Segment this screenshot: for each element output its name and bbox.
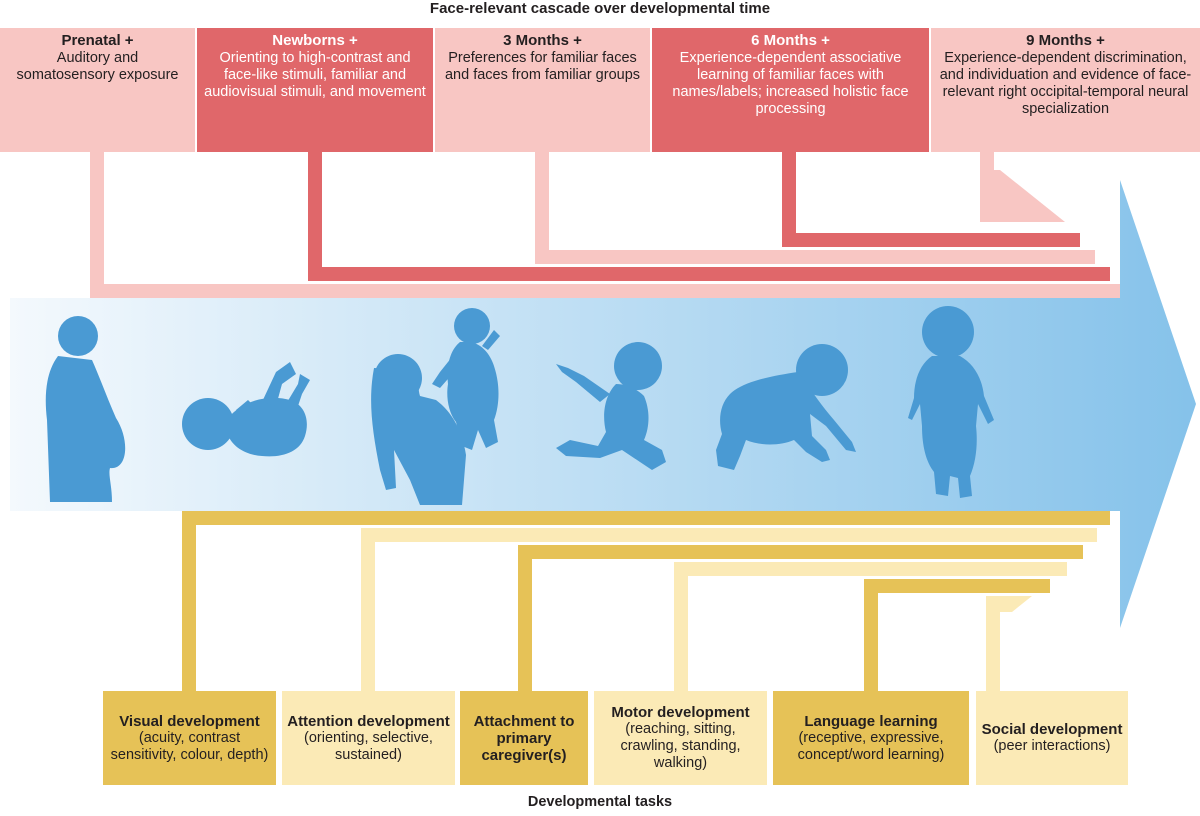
task-box-visual: Visual development (acuity, contrast sen… bbox=[103, 691, 276, 785]
stage-box-prenatal: Prenatal + Auditory and somatosensory ex… bbox=[0, 28, 195, 152]
diagram-title: Face-relevant cascade over developmental… bbox=[429, 0, 771, 17]
stage-title: 6 Months + bbox=[751, 32, 830, 49]
task-description: (reaching, sitting, crawling, standing, … bbox=[620, 721, 741, 771]
task-box-attention: Attention development (orienting, select… bbox=[282, 691, 455, 785]
stage-box-newborns: Newborns + Orienting to high-contrast an… bbox=[197, 28, 433, 152]
task-box-motor: Motor development (reaching, sitting, cr… bbox=[594, 691, 767, 785]
standing-toddler-icon bbox=[908, 306, 994, 498]
tasks-heading: Developmental tasks bbox=[527, 794, 673, 810]
connector-motor bbox=[674, 562, 1067, 691]
task-title: Attachment to primary caregiver(s) bbox=[473, 712, 575, 764]
connector-visual bbox=[182, 511, 1110, 691]
connector-6months bbox=[782, 152, 1080, 247]
task-box-language: Language learning (receptive, expressive… bbox=[773, 691, 969, 785]
task-title: Motor development bbox=[611, 704, 750, 721]
stage-description: Orienting to high-contrast and face-like… bbox=[204, 50, 426, 100]
stage-connectors bbox=[90, 152, 1120, 298]
task-box-social: Social development (peer interactions) bbox=[976, 691, 1128, 785]
stage-description: Preferences for familiar faces and faces… bbox=[444, 50, 641, 83]
connector-9months bbox=[980, 152, 1065, 222]
stage-description: Experience-dependent discrimination, and… bbox=[939, 50, 1192, 117]
newborn-lying-icon bbox=[182, 362, 310, 457]
developmental-time-arrow bbox=[10, 180, 1196, 628]
task-description: (orienting, selective, sustained) bbox=[304, 729, 433, 763]
pregnant-woman-icon bbox=[45, 316, 126, 502]
task-connectors bbox=[182, 511, 1110, 691]
mother-lifting-baby-icon bbox=[371, 308, 500, 505]
stage-description: Experience-dependent associative learnin… bbox=[672, 50, 909, 117]
task-description: (receptive, expressive, concept/word lea… bbox=[797, 729, 945, 763]
stage-title: Newborns + bbox=[272, 32, 358, 49]
stage-box-9-months: 9 Months + Experience-dependent discrimi… bbox=[931, 28, 1200, 152]
connector-attachment bbox=[518, 545, 1083, 691]
connector-social bbox=[986, 596, 1032, 691]
connector-prenatal bbox=[90, 152, 1120, 298]
stage-title: 9 Months + bbox=[1026, 32, 1105, 49]
task-title: Language learning bbox=[804, 712, 938, 730]
stage-box-6-months: 6 Months + Experience-dependent associat… bbox=[652, 28, 929, 152]
connector-language bbox=[864, 579, 1050, 691]
stage-title: Prenatal + bbox=[61, 32, 134, 49]
task-title: Social development bbox=[981, 721, 1123, 738]
stage-title: 3 Months + bbox=[503, 32, 582, 49]
task-description: (peer interactions) bbox=[993, 738, 1111, 754]
task-description: (acuity, contrast sensitivity, colour, d… bbox=[110, 729, 269, 763]
task-title: Visual development bbox=[119, 712, 260, 730]
connector-newborns bbox=[308, 152, 1110, 281]
task-title: Attention development bbox=[287, 712, 450, 730]
connector-attention bbox=[361, 528, 1097, 691]
connector-3months bbox=[535, 152, 1095, 264]
reaching-baby-icon bbox=[556, 342, 666, 470]
task-box-attachment: Attachment to primary caregiver(s) bbox=[460, 691, 588, 785]
stage-description: Auditory and somatosensory exposure bbox=[16, 50, 179, 83]
crawling-baby-icon bbox=[716, 344, 856, 470]
stage-box-3-months: 3 Months + Preferences for familiar face… bbox=[435, 28, 650, 152]
